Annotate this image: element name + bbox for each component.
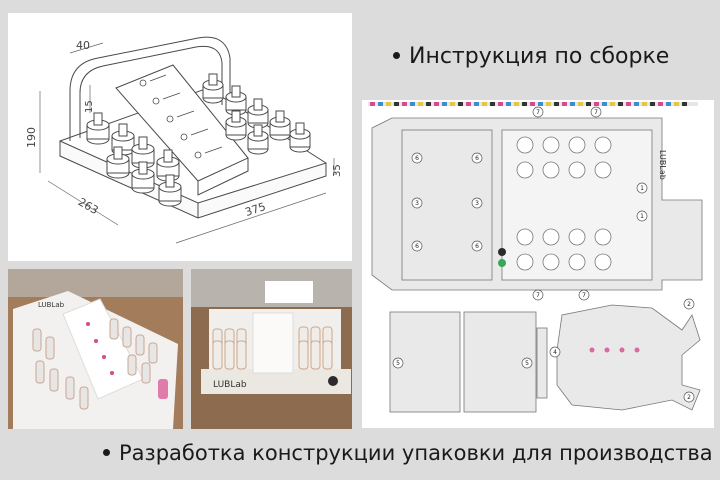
dieline-label-7d: 7 bbox=[582, 292, 586, 299]
dieline-label-3b: 3 bbox=[475, 200, 479, 207]
bullet-icon bbox=[103, 448, 110, 456]
isometric-display-drawing: 40 15 190 263 375 35 bbox=[25, 36, 343, 244]
bullet-icon bbox=[393, 51, 400, 59]
dimension-15: 15 bbox=[84, 100, 95, 113]
dieline-label-2a: 2 bbox=[687, 301, 691, 308]
dieline-label-6a: 6 bbox=[415, 155, 419, 162]
dieline-label-3a: 3 bbox=[415, 200, 419, 207]
dimension-190: 190 bbox=[25, 127, 38, 148]
dieline-brand-logo: LUBLab bbox=[658, 150, 667, 180]
assembly-instructions-caption: Инструкция по сборке bbox=[393, 44, 669, 69]
brand-logo-photo-1: LUBLab bbox=[38, 301, 65, 309]
dieline-label-7a: 7 bbox=[536, 109, 540, 116]
dieline-label-6d: 6 bbox=[475, 243, 479, 250]
dieline-label-7c: 7 bbox=[536, 292, 540, 299]
dimension-375: 375 bbox=[243, 200, 267, 219]
dimension-40: 40 bbox=[76, 39, 90, 52]
development-caption-text: Разработка конструкции упаковки для прои… bbox=[119, 441, 713, 465]
display-stand-photo-1: LUBLab bbox=[8, 269, 183, 429]
dieline-label-2b: 2 bbox=[687, 394, 691, 401]
dieline-label-5a: 5 bbox=[396, 360, 400, 367]
dieline-label-1a: 1 bbox=[640, 185, 644, 192]
packaging-development-caption: Разработка конструкции упаковки для прои… bbox=[103, 441, 713, 465]
dieline-label-6c: 6 bbox=[415, 243, 419, 250]
packaging-dieline: 7 7 6 6 3 3 6 6 1 1 7 7 5 5 4 2 2 LUBLab bbox=[368, 102, 703, 413]
dieline-label-1b: 1 bbox=[640, 213, 644, 220]
dimension-35: 35 bbox=[332, 164, 343, 177]
dieline-label-7b: 7 bbox=[594, 109, 598, 116]
dieline-layout-panel: 7 7 6 6 3 3 6 6 1 1 7 7 5 5 4 2 2 LUBLab bbox=[362, 100, 714, 428]
product-photo-1: LUBLab bbox=[8, 269, 183, 429]
dieline-label-6b: 6 bbox=[475, 155, 479, 162]
dimension-263: 263 bbox=[76, 195, 101, 217]
dieline-label-5b: 5 bbox=[525, 360, 529, 367]
product-photo-2: LUBLab bbox=[191, 269, 352, 429]
display-stand-photo-2: LUBLab bbox=[191, 269, 352, 429]
brand-logo-photo-2: LUBLab bbox=[213, 380, 247, 390]
dieline-label-4: 4 bbox=[553, 349, 557, 356]
technical-drawing-panel: 40 15 190 263 375 35 bbox=[8, 13, 352, 261]
assembly-caption-text: Инструкция по сборке bbox=[409, 44, 670, 69]
